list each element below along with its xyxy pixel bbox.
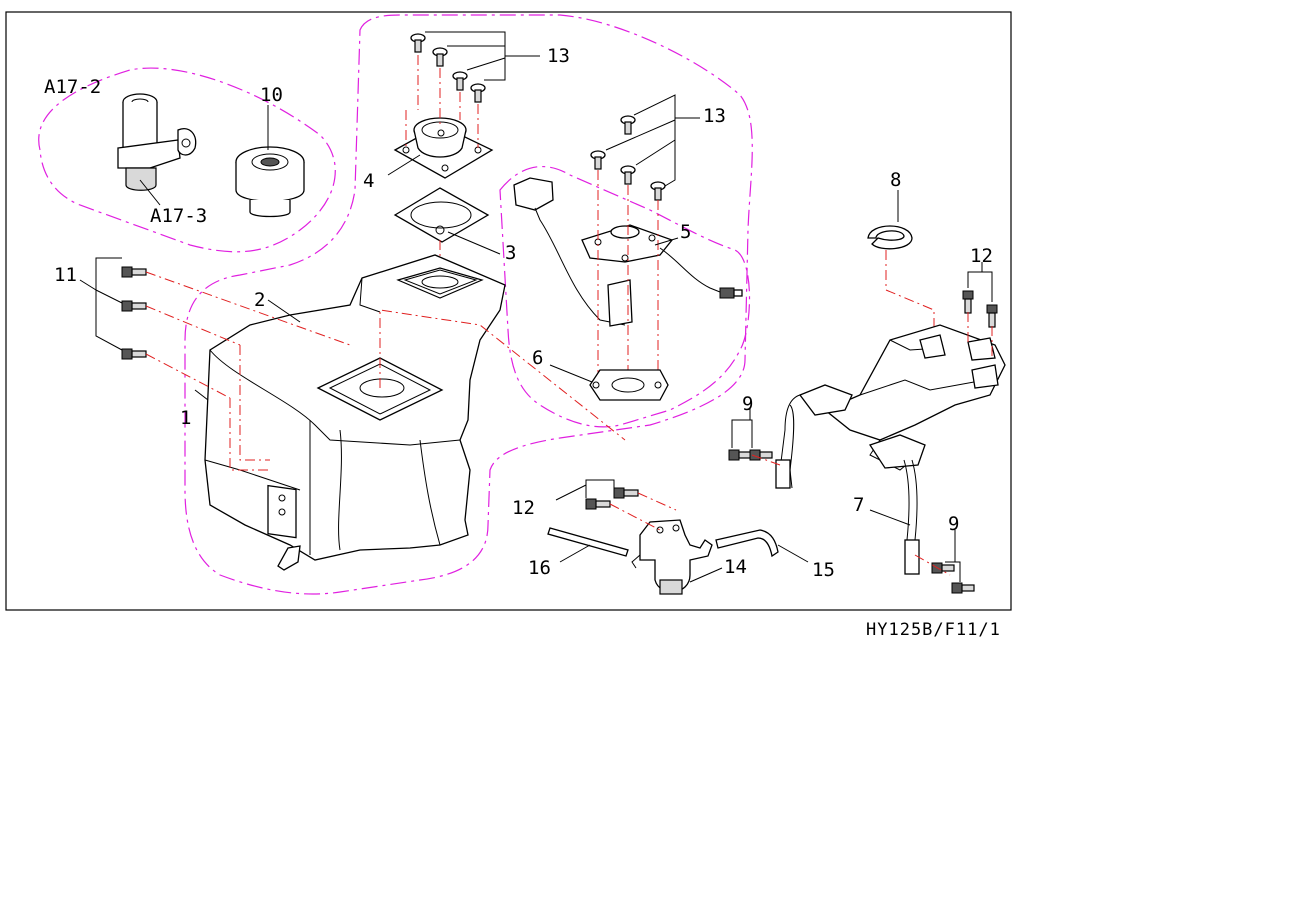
group-outline-tank: [184, 14, 753, 595]
label-14: 14: [724, 556, 747, 578]
group-outline-key-cap: [38, 67, 336, 253]
label-12-filter: 12: [512, 497, 535, 519]
label-1: 1: [180, 407, 191, 429]
fuel-sender-part: [513, 177, 743, 327]
fuel-cap-part: [235, 146, 305, 218]
label-3: 3: [505, 242, 516, 264]
label-6: 6: [532, 347, 543, 369]
mount-bracket-part: [775, 324, 1006, 575]
diagram-frame: [5, 11, 1012, 611]
label-7: 7: [853, 494, 864, 516]
screw-set-top: [410, 33, 486, 103]
label-11: 11: [54, 264, 77, 286]
bolt-set-9-lower: [931, 562, 975, 594]
label-9-lower: 9: [948, 513, 959, 535]
label-a17-3: A17-3: [150, 205, 207, 227]
gasket-part: [393, 187, 490, 243]
label-2: 2: [254, 289, 265, 311]
label-4: 4: [363, 170, 374, 192]
label-12-bracket: 12: [970, 245, 993, 267]
group-outline-sender: [499, 166, 751, 428]
circlip-part: [867, 225, 913, 250]
hose-15-part: [715, 529, 779, 558]
label-16: 16: [528, 557, 551, 579]
bolt-set-9-upper: [728, 449, 773, 461]
screw-set-sender: [590, 115, 666, 201]
label-5: 5: [680, 221, 691, 243]
label-8: 8: [890, 169, 901, 191]
drawing-reference: HY125B/F11/1: [866, 620, 1001, 640]
label-15: 15: [812, 559, 835, 581]
key-barrel-part: [117, 93, 197, 191]
sender-plate-part: [589, 369, 669, 401]
label-13-top: 13: [547, 45, 570, 67]
bolt-set-12-bracket: [962, 290, 998, 328]
bolt-set-12-filter: [585, 487, 639, 510]
fuel-filter-part: [631, 519, 713, 595]
fuel-tank-part: [204, 254, 506, 571]
label-a17-2: A17-2: [44, 76, 101, 98]
bolt-set-11: [121, 266, 147, 360]
hose-16-part: [547, 527, 629, 557]
label-10: 10: [260, 84, 283, 106]
label-9-upper: 9: [742, 393, 753, 415]
filler-flange-part: [393, 117, 494, 179]
label-13-sender: 13: [703, 105, 726, 127]
